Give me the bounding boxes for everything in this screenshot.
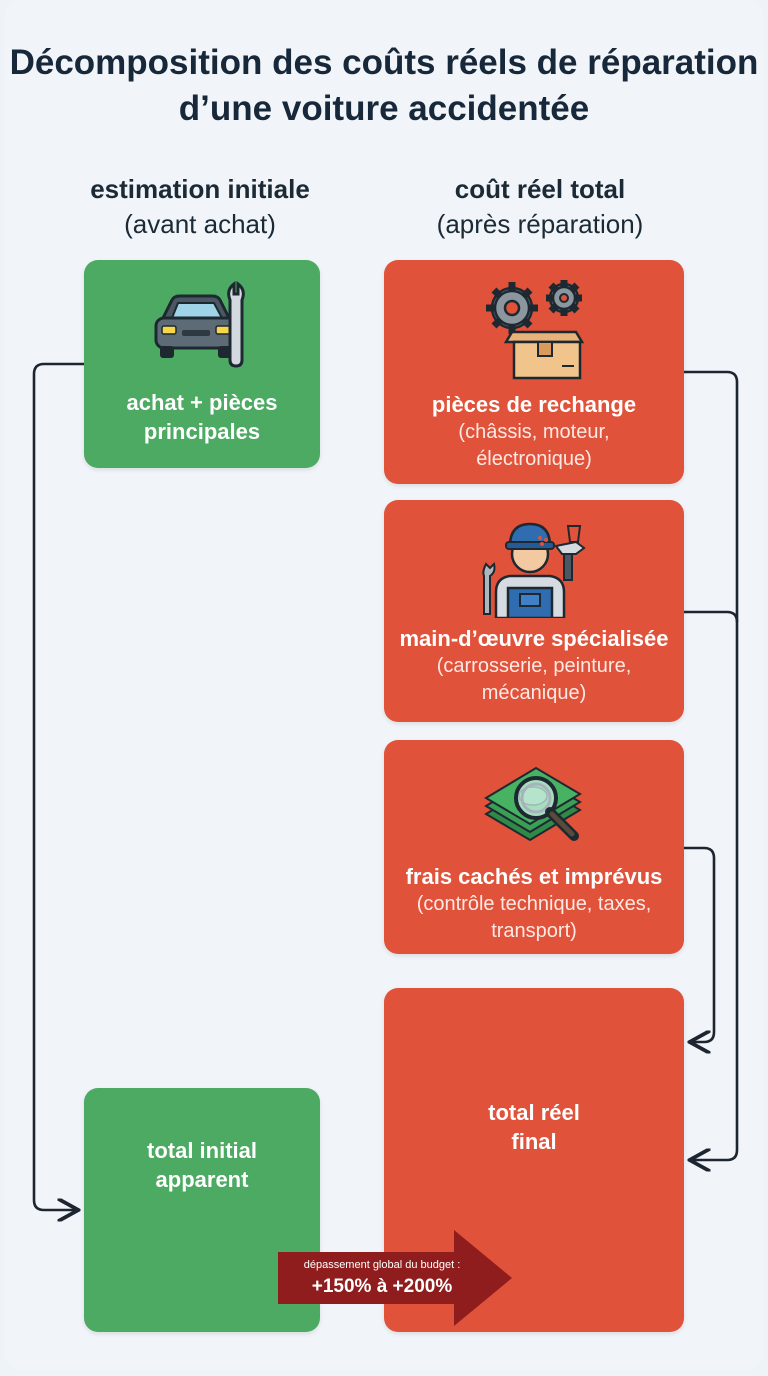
initial-purchase-label: achat + pièces principales [126,390,278,444]
right-column-heading: coût réel total (après réparation) [380,172,700,242]
connector-parts [684,370,739,1160]
connector-left [32,362,84,1210]
connector-labor [684,610,739,623]
budget-overrun-arrow: dépassement global du budget : +150% à +… [278,1230,514,1326]
hidden-costs-box: frais cachés et imprévus (contrôle techn… [384,740,684,954]
spare-parts-box: pièces de rechange (châssis, moteur, éle… [384,260,684,484]
initial-purchase-box: achat + pièces principales [84,260,320,468]
spare-parts-detail: (châssis, moteur, électronique) [458,421,610,470]
connector-hidden [684,846,716,1042]
initial-total-label: total initial apparent [147,1138,257,1192]
overrun-value: +150% à +200% [311,1276,453,1297]
right-heading: coût réel total [454,174,626,204]
gears-box-icon [486,280,585,380]
mechanic-icon [482,522,586,618]
labor-label: main-d’œuvre spécialisée [399,626,669,651]
left-heading: estimation initiale [90,174,310,204]
overrun-caption: dépassement global du budget : [303,1259,461,1271]
left-column-heading: estimation initiale (avant achat) [40,172,360,242]
hidden-costs-detail: (contrôle technique, taxes, transport) [416,893,652,942]
labor-box: main-d’œuvre spécialisée (carrosserie, p… [384,500,684,722]
car-wrench-icon [154,280,245,368]
spare-parts-label: pièces de rechange [431,392,637,417]
overrun-arrow-shape [278,1230,512,1326]
right-subheading: (après réparation) [436,209,644,239]
hidden-costs-label: frais cachés et imprévus [405,864,663,889]
left-subheading: (avant achat) [124,209,276,239]
final-total-label: total réel final [488,1100,580,1154]
page-title: Décomposition des coûts réels de réparat… [9,43,759,128]
money-magnifier-icon [484,766,582,842]
labor-detail: (carrosserie, peinture, mécanique) [436,655,632,704]
